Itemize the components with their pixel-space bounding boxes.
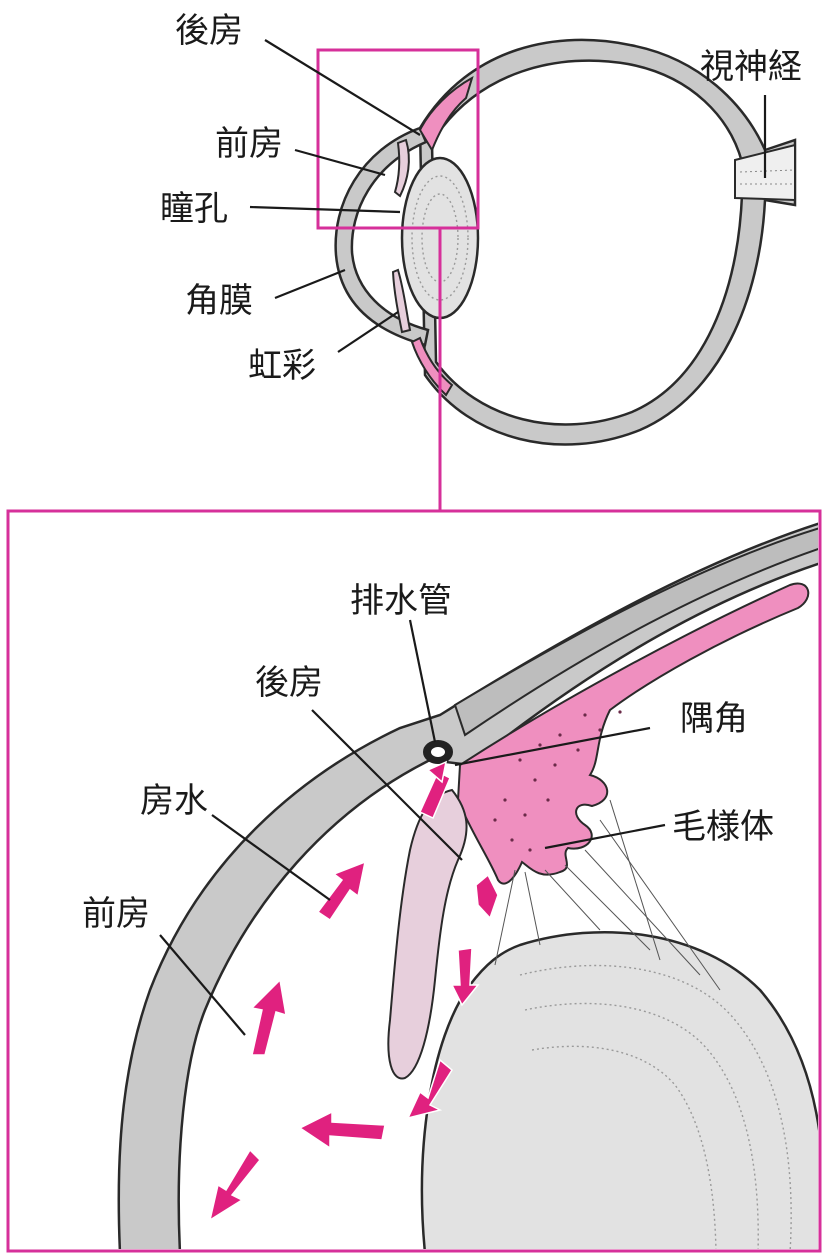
flow-arrow [406,1058,453,1120]
detail-sclera-band [453,527,818,737]
lens-ring-detail [524,1002,759,1249]
label-aqueous-humor: 房水 [140,781,208,821]
magnify-frame [316,48,480,230]
leader-drainage-canal [408,619,437,743]
ciliary-texture [493,710,622,852]
label-posterior-chamber-detail: 後房 [255,663,323,703]
leader-drainage-angle [454,726,651,767]
flow-arrow [316,860,367,922]
drainage-canal-lumen [431,747,445,757]
leader-aqueous-humor [211,814,331,901]
iris-detail [387,788,468,1080]
leader-posterior-chamber [264,39,421,136]
label-cornea: 角膜 [185,281,253,321]
detail-illustration [117,522,818,1249]
aqueous-flow-arrows [208,760,499,1222]
flow-arrow [426,760,448,784]
vitreous-body [430,59,744,426]
overview-eye [334,38,797,446]
flow-arrow [208,1148,262,1222]
leader-iris [337,311,399,353]
ciliary-top [418,75,474,153]
label-drainage-angle: 隅角 [680,699,748,739]
label-anterior-chamber-detail: 前房 [82,894,150,934]
leader-anterior-chamber [294,148,386,177]
label-optic-nerve: 視神経 [700,47,802,87]
optic-nerve-fiber [739,169,796,173]
flow-arrow [250,978,287,1056]
flow-arrow [298,1110,386,1150]
label-anterior-chamber: 前房 [215,124,283,164]
lens-detail [420,931,818,1249]
leader-anterior-chamber-detail [159,934,246,1036]
iris-overview-top [393,138,410,198]
label-ciliary-body: 毛様体 [672,807,774,847]
lens-ring-detail [519,964,792,1249]
leader-pupil [249,205,401,214]
label-drainage-canal: 排水管 [350,581,452,621]
label-posterior-chamber: 後房 [175,11,243,51]
detail-corneal-wall [117,522,818,1249]
label-iris: 虹彩 [248,346,316,386]
flow-arrow [450,947,480,1007]
leader-cornea [274,268,346,300]
ciliary-body-shape [456,582,810,885]
ciliary-bottom [410,336,454,397]
leader-posterior-chamber-detail [311,709,463,861]
flow-arrow [475,873,499,920]
lens-ring [411,175,469,301]
zonule-fibers [494,799,721,991]
cornea-overview [334,126,430,347]
label-pupil: 瞳孔 [160,189,228,229]
iris-overview-bottom [391,268,412,334]
leader-ciliary-body [544,823,666,850]
detail-frame [6,509,822,1253]
flow-arrow [419,770,451,820]
